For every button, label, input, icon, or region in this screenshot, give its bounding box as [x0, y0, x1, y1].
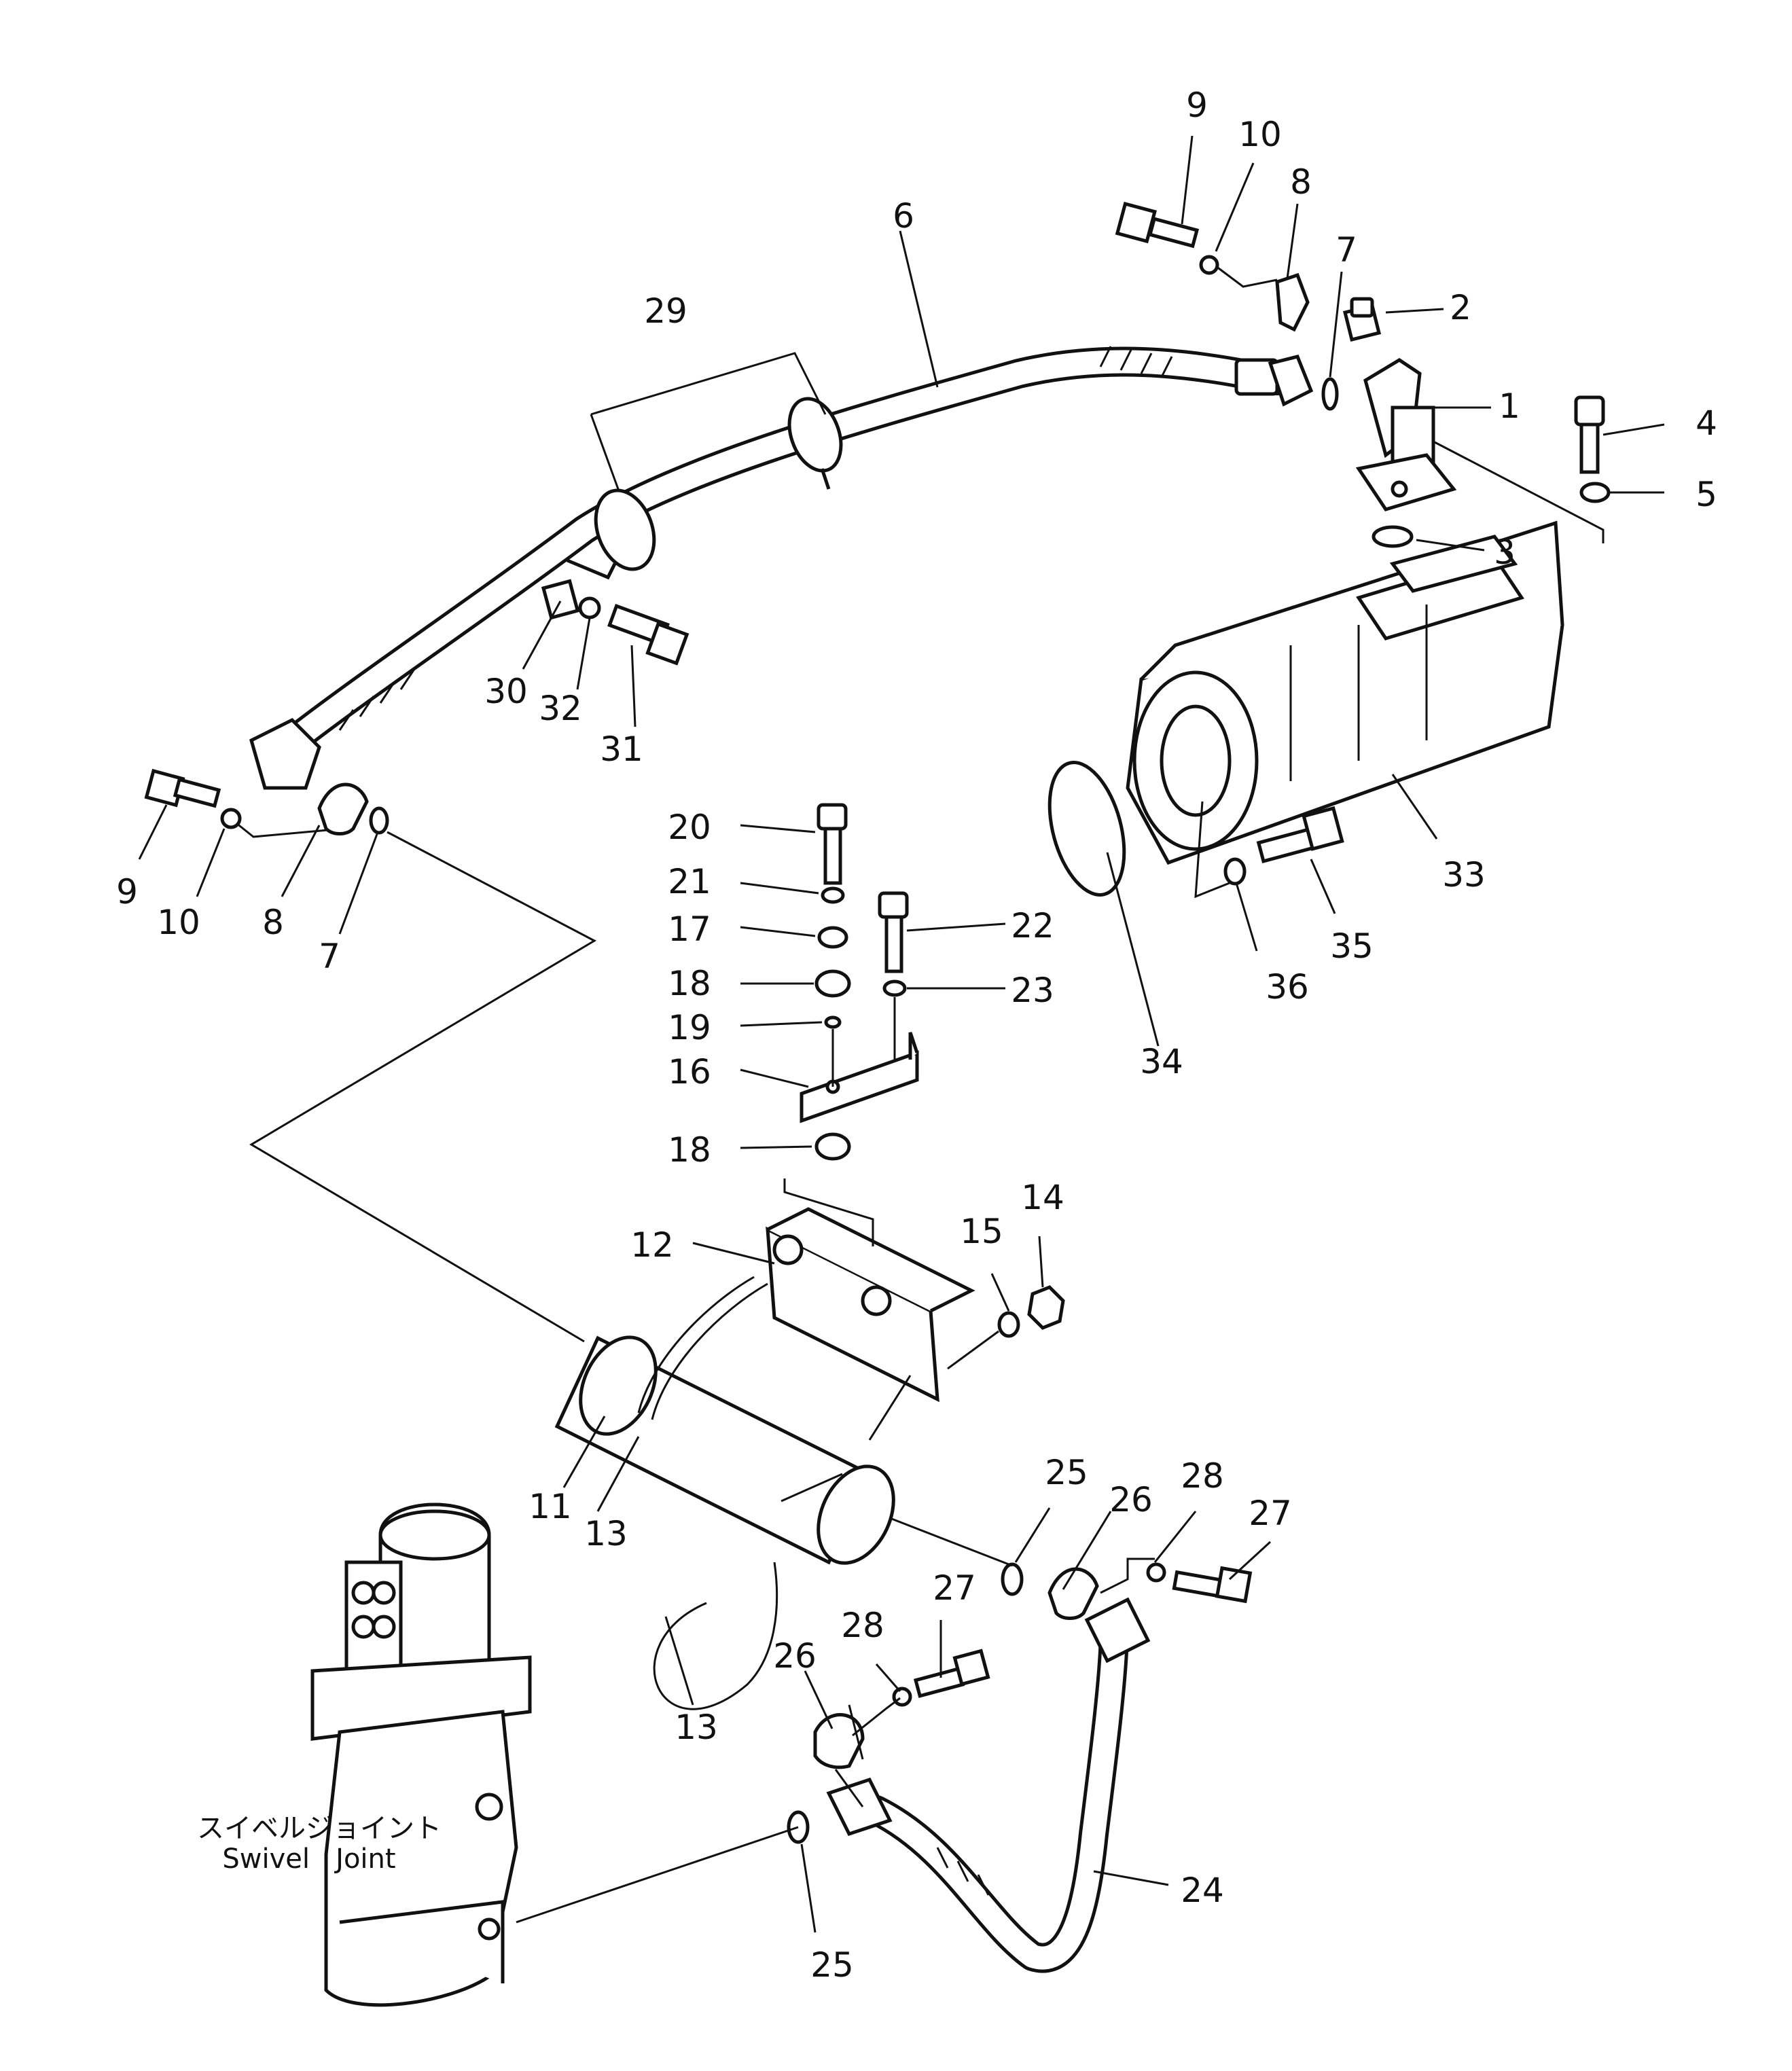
washer-28-upper	[1146, 1562, 1166, 1583]
callout-10-right: 10	[1238, 115, 1282, 154]
hose-6	[249, 346, 1314, 790]
callout-35: 35	[1330, 926, 1374, 966]
callout-34: 34	[1140, 1042, 1183, 1081]
washer-5	[1579, 482, 1611, 503]
accumulator-11	[554, 1335, 895, 1565]
callout-36: 36	[1266, 967, 1309, 1007]
clamp-29	[567, 397, 843, 580]
callout-27-lower: 27	[933, 1568, 976, 1608]
bolt-4	[1574, 395, 1605, 474]
callout-32: 32	[539, 689, 582, 728]
swivel-joint-label-en: Swivel Joint	[222, 1843, 395, 1875]
callout-3: 3	[1494, 533, 1516, 572]
cushion-18-upper	[814, 969, 851, 998]
bracket-12	[766, 1207, 975, 1403]
callout-numbers: 9 10 8 7 2 1 4 5 3 6 29 30 32 31 9 10 8 …	[116, 86, 1717, 1985]
washer-10-left	[220, 808, 242, 829]
callout-27-upper: 27	[1249, 1494, 1292, 1533]
spacer-17	[817, 926, 848, 949]
o-ring-34	[1047, 761, 1126, 897]
bolt-27-upper	[1172, 1566, 1253, 1604]
split-flange-8-right	[1275, 272, 1310, 332]
split-flange-26-upper	[1047, 1567, 1099, 1620]
callout-26-upper: 26	[1109, 1480, 1153, 1519]
split-flange-8-left	[317, 782, 369, 835]
o-ring-7-left	[369, 806, 389, 835]
callout-11: 11	[528, 1487, 572, 1526]
elbow-1	[1355, 358, 1457, 511]
plug-2	[1342, 297, 1382, 342]
split-flange-26-lower	[813, 1713, 865, 1769]
callout-24: 24	[1181, 1871, 1224, 1910]
callout-16: 16	[668, 1052, 711, 1092]
washer-21	[821, 886, 845, 904]
bolt-9-right	[1115, 201, 1200, 249]
bracket-16	[800, 1032, 919, 1123]
o-ring-25-upper	[1001, 1562, 1024, 1596]
callout-13-lower: 13	[675, 1708, 718, 1747]
callout-18-lower: 18	[668, 1130, 711, 1170]
callout-17: 17	[668, 910, 711, 949]
callout-9-left: 9	[116, 872, 138, 912]
washer-10-right	[1199, 255, 1219, 275]
callout-29: 29	[644, 291, 687, 331]
callout-20: 20	[668, 808, 711, 847]
washer-15	[997, 1311, 1020, 1338]
swivel-joint-label-jp: スイベルジョイント	[197, 1813, 442, 1844]
callout-26-lower: 26	[773, 1636, 817, 1676]
swivel-joint	[310, 1502, 532, 2007]
callout-5: 5	[1696, 475, 1717, 514]
washer-23	[882, 979, 907, 997]
cushion-18-lower	[814, 1132, 851, 1161]
callout-18-upper: 18	[668, 964, 711, 1003]
washer-28-lower	[892, 1687, 912, 1707]
pump-33	[1126, 520, 1564, 865]
washer-36	[1223, 857, 1247, 886]
o-ring-7-right	[1321, 377, 1339, 411]
bolt-31	[607, 604, 689, 666]
callout-21: 21	[668, 862, 711, 901]
callout-12: 12	[630, 1225, 674, 1265]
callout-10-left: 10	[157, 903, 200, 942]
bolt-35	[1256, 806, 1344, 863]
bolt-20	[817, 803, 848, 885]
callout-7-left: 7	[319, 937, 340, 976]
ring-19	[824, 1015, 842, 1029]
callout-19: 19	[668, 1008, 711, 1047]
leader-lines	[138, 135, 1665, 1933]
callout-13-upper: 13	[584, 1514, 628, 1553]
callout-14: 14	[1021, 1178, 1064, 1217]
callout-2: 2	[1450, 288, 1471, 327]
o-ring-3	[1372, 525, 1414, 548]
callout-22: 22	[1011, 906, 1054, 946]
callout-1: 1	[1499, 386, 1520, 426]
callout-4: 4	[1696, 403, 1717, 443]
washer-32	[578, 596, 601, 619]
bolt-22	[878, 891, 909, 973]
callout-33: 33	[1442, 855, 1486, 895]
callout-8-right: 8	[1290, 162, 1312, 202]
callout-28-lower: 28	[841, 1606, 884, 1645]
bolt-9-left	[144, 768, 221, 808]
bracket-30	[541, 579, 580, 620]
callout-8-left: 8	[262, 903, 284, 942]
callout-25-upper: 25	[1045, 1453, 1088, 1492]
callout-30: 30	[484, 672, 528, 711]
callout-9-right: 9	[1186, 86, 1208, 125]
nut-14	[1027, 1285, 1065, 1330]
band-13-lower	[653, 1562, 778, 1710]
callout-7-right: 7	[1336, 230, 1357, 270]
callout-15: 15	[960, 1212, 1003, 1251]
bolt-27-lower	[913, 1649, 990, 1698]
callout-6: 6	[893, 196, 914, 236]
callout-23: 23	[1011, 971, 1054, 1010]
callout-25-lower: 25	[810, 1945, 854, 1985]
callout-31: 31	[600, 730, 643, 769]
band-13-upper	[637, 1276, 768, 1420]
callout-28-upper: 28	[1181, 1456, 1224, 1496]
hose-24	[826, 1597, 1151, 1973]
